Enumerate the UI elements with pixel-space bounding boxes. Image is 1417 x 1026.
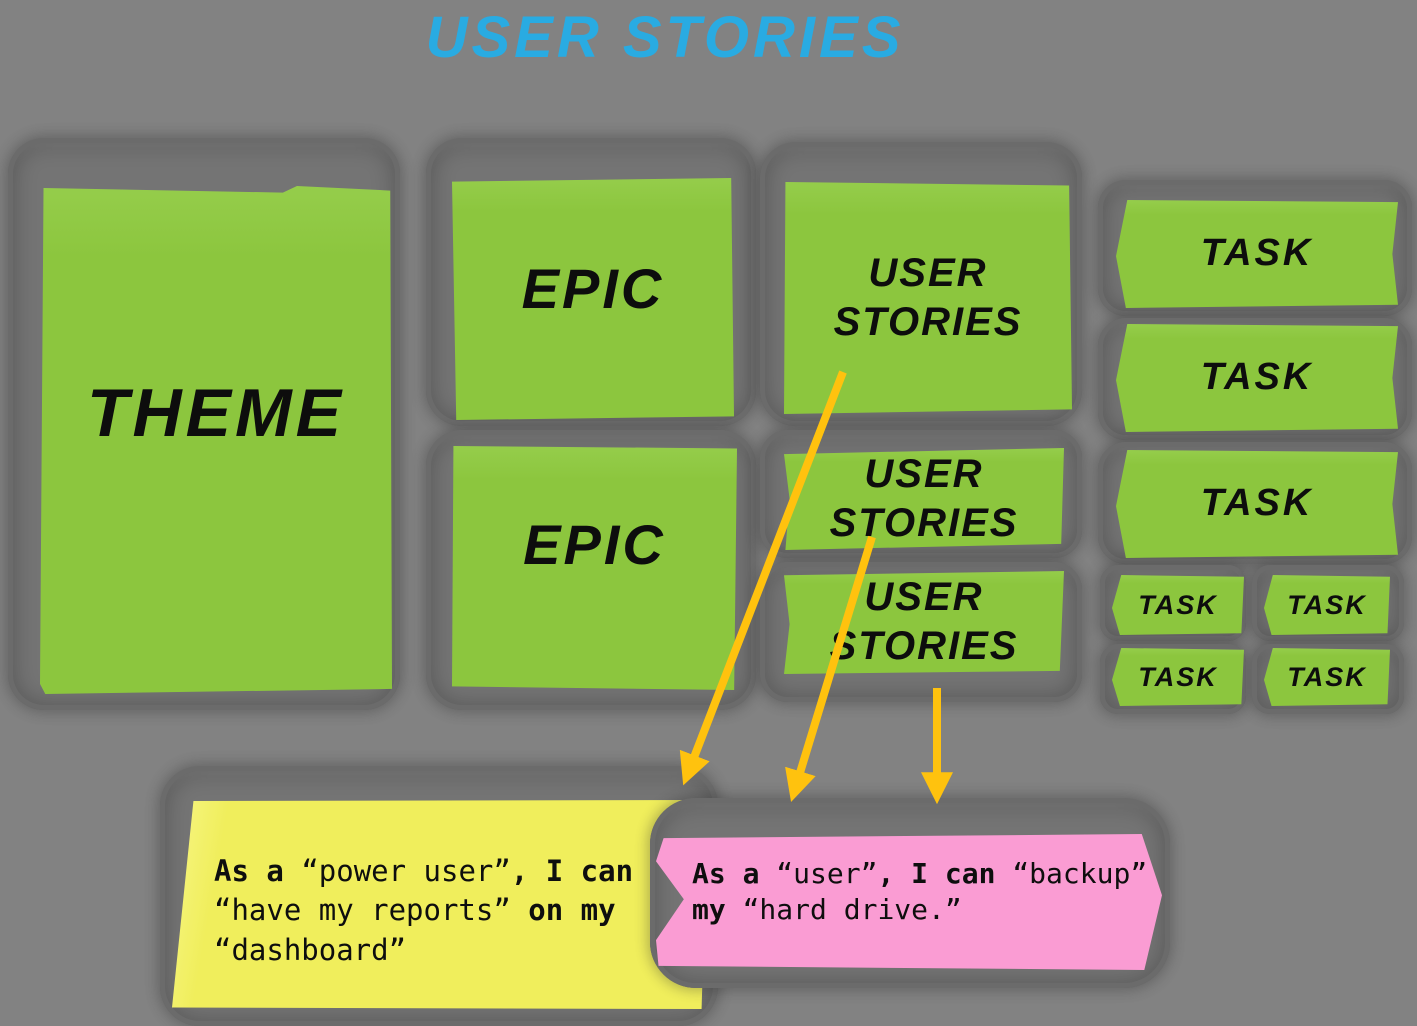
task-note-2: TASK bbox=[1116, 324, 1398, 432]
note-segment-emphasis: As a bbox=[692, 857, 777, 890]
user-story-label-1: USER STORIES bbox=[833, 251, 1023, 344]
note-line: “have my reports” on my bbox=[214, 891, 692, 930]
small-task-note-2: TASK bbox=[1264, 575, 1390, 635]
task-label-1: TASK bbox=[1200, 232, 1314, 275]
user-story-label-2: USER STORIES bbox=[829, 452, 1019, 545]
note-segment-quoted: “have my reports” bbox=[214, 893, 511, 928]
yellow-note-text: As a “power user”, I can“have my reports… bbox=[214, 852, 692, 970]
theme-note: THEME bbox=[40, 186, 392, 694]
note-segment-quoted: “user” bbox=[776, 857, 878, 890]
small-task-note-1: TASK bbox=[1112, 575, 1244, 635]
epic-label-1: EPIC bbox=[521, 257, 665, 321]
user-story-note-3: USER STORIES bbox=[784, 571, 1064, 674]
diagram-title: USER STORIES bbox=[425, 5, 905, 70]
small-task-note-4: TASK bbox=[1264, 648, 1390, 706]
note-line: “dashboard” bbox=[214, 931, 692, 970]
task-note-3: TASK bbox=[1116, 450, 1398, 558]
pink-sticky-note: As a “user”, I can “backup”my “hard driv… bbox=[656, 834, 1162, 970]
epic-label-2: EPIC bbox=[523, 513, 666, 577]
theme-label: THEME bbox=[87, 375, 345, 452]
note-segment-quoted: “backup” bbox=[1012, 857, 1148, 890]
task-label-2: TASK bbox=[1200, 356, 1314, 399]
note-segment-emphasis: , I can bbox=[510, 854, 634, 888]
note-segment-emphasis: , I can bbox=[877, 857, 1013, 890]
small-task-note-3: TASK bbox=[1112, 648, 1244, 706]
note-segment-emphasis: As a bbox=[214, 854, 302, 888]
note-segment-emphasis: my bbox=[692, 893, 743, 927]
note-line: As a “user”, I can “backup” bbox=[692, 856, 1154, 892]
small-task-label-2: TASK bbox=[1287, 589, 1367, 620]
pink-note-text: As a “user”, I can “backup”my “hard driv… bbox=[692, 856, 1154, 929]
note-line: my “hard drive.” bbox=[692, 892, 1154, 928]
small-task-label-1: TASK bbox=[1138, 589, 1218, 620]
note-segment-quoted: “hard drive.” bbox=[742, 893, 962, 927]
user-story-label-3: USER STORIES bbox=[829, 575, 1019, 668]
note-segment-quoted: “dashboard” bbox=[214, 932, 407, 967]
task-label-3: TASK bbox=[1200, 482, 1314, 525]
note-segment-emphasis: on my bbox=[510, 893, 616, 928]
note-line: As a “power user”, I can bbox=[214, 852, 692, 891]
epic-note-1: EPIC bbox=[452, 178, 734, 420]
small-task-label-4: TASK bbox=[1287, 661, 1367, 692]
note-segment-quoted: “power user” bbox=[301, 854, 511, 888]
small-task-label-3: TASK bbox=[1138, 661, 1218, 692]
task-note-1: TASK bbox=[1116, 200, 1398, 308]
epic-note-2: EPIC bbox=[452, 446, 737, 690]
user-story-note-1: USER STORIES bbox=[784, 182, 1072, 414]
user-story-note-2: USER STORIES bbox=[784, 448, 1064, 550]
yellow-sticky-note: As a “power user”, I can“have my reports… bbox=[172, 800, 708, 1009]
